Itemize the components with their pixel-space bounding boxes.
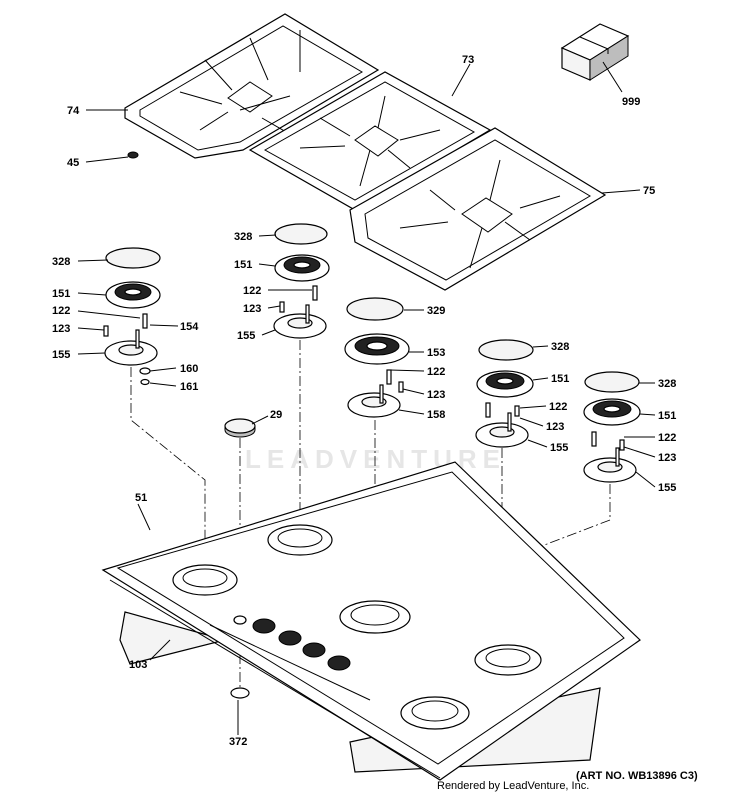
callout-328-left: 328	[52, 256, 70, 268]
burner-back-left	[273, 223, 330, 339]
art-number: (ART NO. WB13896 C3)	[576, 770, 698, 782]
grate-center	[248, 71, 492, 211]
callout-74: 74	[67, 105, 80, 117]
callout-122-right: 122	[658, 432, 676, 444]
callout-51: 51	[135, 492, 147, 504]
callout-123-left: 123	[52, 323, 70, 335]
cooktop-assembly	[101, 461, 641, 781]
rendered-by-credit: Rendered by LeadVenture, Inc.	[437, 780, 590, 792]
burner-right	[583, 371, 641, 483]
callout-75: 75	[643, 185, 655, 197]
burner-left	[103, 247, 161, 386]
parts-box	[560, 23, 630, 81]
callout-372: 372	[229, 736, 247, 748]
callout-123-right-middle: 123	[546, 421, 564, 433]
burner-right-middle	[475, 339, 534, 448]
callout-155-back-left: 155	[237, 330, 255, 342]
callout-155-right: 155	[658, 482, 676, 494]
callout-329: 329	[427, 305, 445, 317]
grate-right	[349, 127, 607, 291]
burner-box-left	[119, 611, 228, 665]
callout-155-left: 155	[52, 349, 70, 361]
leader-lines	[77, 61, 656, 735]
callout-154: 154	[180, 321, 199, 333]
callout-labels: 73 999 74 45 75 328 151 122 123 154 155 …	[52, 54, 676, 748]
callout-29: 29	[270, 409, 282, 421]
callout-122-back-left: 122	[243, 285, 261, 297]
callout-122-right-middle: 122	[549, 401, 567, 413]
callout-328-right-middle: 328	[551, 341, 569, 353]
callout-153: 153	[427, 347, 445, 359]
callout-151-left: 151	[52, 288, 70, 300]
callout-122-left: 122	[52, 305, 70, 317]
callout-328-back-left: 328	[234, 231, 252, 243]
callout-103: 103	[129, 659, 147, 671]
callout-123-back-left: 123	[243, 303, 261, 315]
callout-999: 999	[622, 96, 640, 108]
callout-123-center: 123	[427, 389, 445, 401]
callout-123-right: 123	[658, 452, 676, 464]
watermark: LEADVENTURE	[245, 444, 506, 474]
callout-151-back-left: 151	[234, 259, 252, 271]
callout-45: 45	[67, 157, 79, 169]
rubber-foot	[127, 151, 139, 159]
grate-left	[124, 13, 380, 159]
callout-155-right-middle: 155	[550, 442, 568, 454]
callout-122-center: 122	[427, 366, 445, 378]
callout-151-right: 151	[658, 410, 676, 422]
callout-158: 158	[427, 409, 445, 421]
callout-161: 161	[180, 381, 198, 393]
control-knob	[224, 418, 256, 438]
burner-center	[344, 297, 410, 418]
callout-160: 160	[180, 363, 198, 375]
callout-73: 73	[462, 54, 474, 66]
callout-328-right: 328	[658, 378, 676, 390]
callout-151-right-middle: 151	[551, 373, 569, 385]
